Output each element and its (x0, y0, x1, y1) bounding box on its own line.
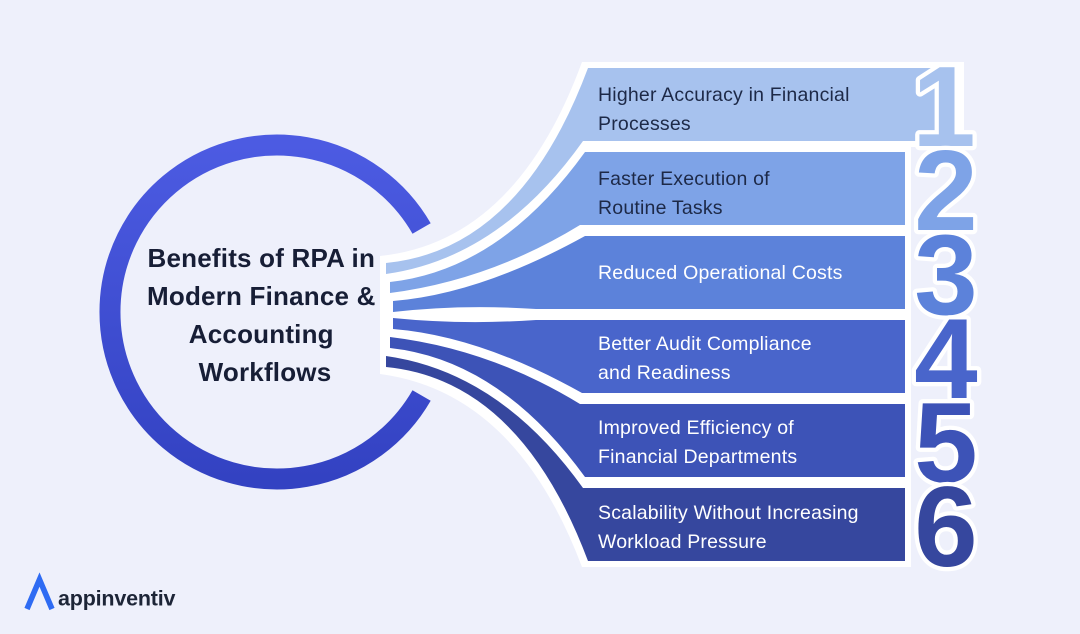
band-label-1-line-2: Processes (598, 113, 691, 135)
appinventiv-logo-icon (24, 572, 55, 611)
page-title-line-3: Accounting (189, 319, 334, 349)
band-number-4: 4 (914, 296, 977, 423)
band-shapes (386, 68, 958, 561)
page-title-line-1: Benefits of RPA in (148, 243, 376, 273)
page-title: Benefits of RPA in Modern Finance & Acco… (147, 243, 383, 387)
title-ring (99, 134, 431, 490)
band-numbers: 1 2 3 4 5 6 (908, 40, 984, 596)
band-label-2: Faster Execution of Routine Tasks (598, 168, 775, 219)
band-label-4-line-1: Better Audit Compliance (598, 333, 812, 355)
band-shape-5 (390, 337, 905, 477)
band-label-5: Improved Efficiency of Financial Departm… (598, 417, 800, 468)
band-number-5: 5 (914, 380, 975, 507)
band-label-4: Better Audit Compliance and Readiness (598, 333, 817, 384)
band-shape-1 (386, 68, 958, 274)
band-shape-2 (390, 152, 905, 293)
band-number-3: 3 (914, 212, 975, 339)
band-label-2-line-2: Routine Tasks (598, 197, 723, 219)
band-label-2-line-1: Faster Execution of (598, 168, 770, 190)
band-label-6-line-1: Scalability Without Increasing (598, 502, 859, 524)
band-label-1: Higher Accuracy in Financial Processes (598, 84, 855, 135)
band-label-3: Reduced Operational Costs (598, 262, 843, 284)
page-title-line-4: Workflows (199, 357, 332, 387)
band-label-5-line-1: Improved Efficiency of (598, 417, 794, 439)
band-number-1: 1 (912, 44, 973, 171)
page-title-line-2: Modern Finance & (147, 281, 376, 311)
appinventiv-logo: appinventiv (24, 572, 176, 611)
band-shape-6 (386, 356, 905, 561)
band-label-6-line-2: Workload Pressure (598, 531, 767, 553)
band-label-5-line-2: Financial Departments (598, 446, 797, 468)
band-number-2: 2 (914, 128, 975, 255)
band-label-6: Scalability Without Increasing Workload … (598, 502, 864, 553)
band-label-1-line-1: Higher Accuracy in Financial (598, 84, 850, 106)
appinventiv-logo-text: appinventiv (58, 587, 176, 611)
band-labels: Higher Accuracy in Financial Processes F… (598, 84, 864, 553)
band-label-3-line-1: Reduced Operational Costs (598, 262, 843, 284)
band-label-4-line-2: and Readiness (598, 362, 731, 384)
band-number-6: 6 (914, 464, 975, 591)
band-shape-4 (393, 318, 905, 393)
band-shape-3 (393, 236, 905, 312)
